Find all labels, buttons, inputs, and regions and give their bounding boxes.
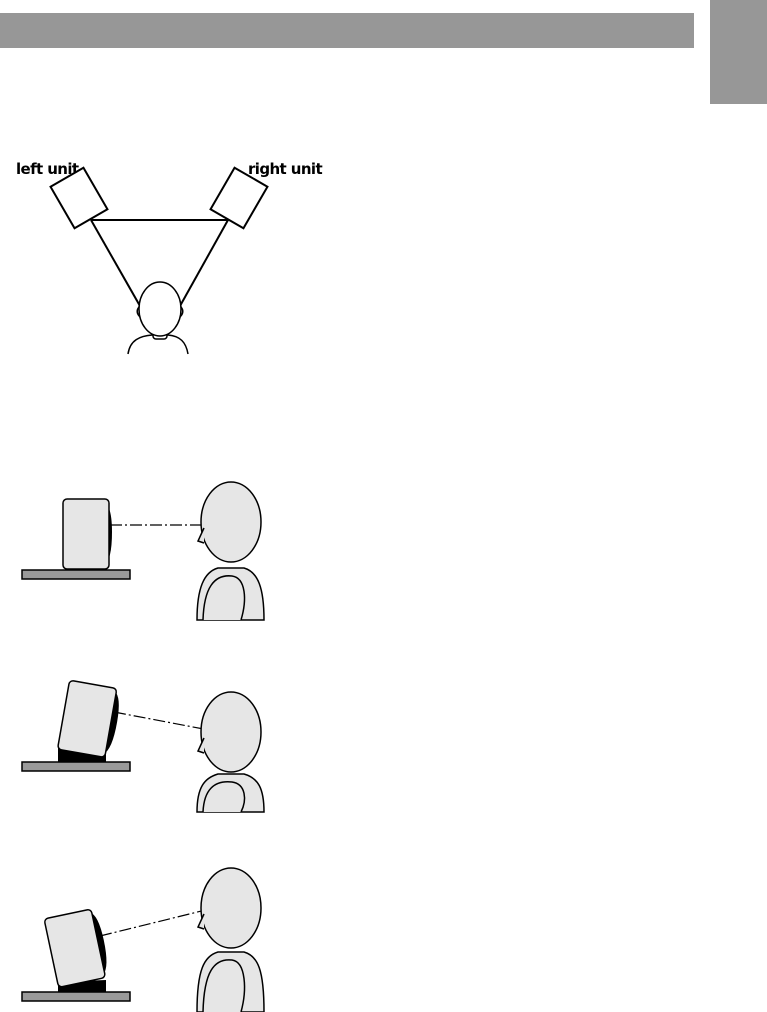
monitor-speaker: [44, 908, 111, 988]
monitor-level-diagram: [0, 478, 290, 620]
monitor-tilted-up-diagram: [0, 670, 290, 812]
right-unit-label: right unit: [248, 160, 322, 178]
triangle-right-line: [180, 220, 228, 306]
monitor-speaker: [63, 499, 112, 569]
section-tab: [710, 0, 767, 104]
desk-surface: [22, 992, 130, 1001]
desk-surface: [22, 570, 130, 579]
header-bar: [0, 13, 694, 48]
listener-side-figure: [197, 868, 264, 1012]
desk-surface: [22, 762, 130, 771]
listener-figure: [128, 282, 188, 354]
monitor-tilted-down-diagram: [0, 866, 290, 1012]
listener-side-figure: [197, 482, 264, 620]
monitor-speaker: [57, 680, 122, 758]
listener-side-figure: [197, 692, 264, 812]
stereo-placement-diagram: left unit right unit: [0, 150, 330, 365]
triangle-left-line: [91, 220, 140, 306]
